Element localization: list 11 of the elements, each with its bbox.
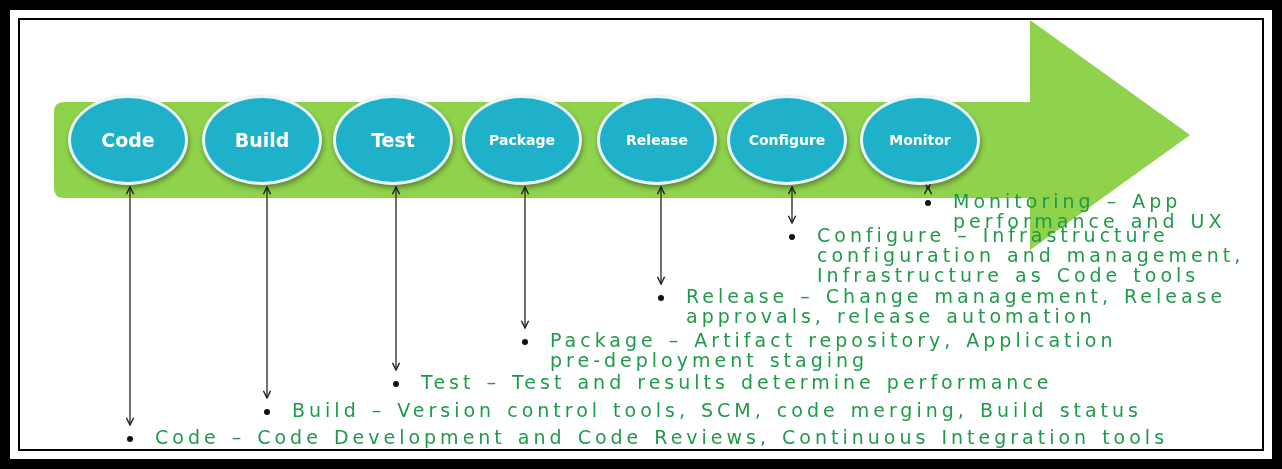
stage-description: Release – Change management, Release approvals, release automation [686, 286, 1228, 326]
double-arrow [520, 186, 530, 329]
stage-description: Build – Version control tools, SCM, code merging, Build status [292, 400, 1143, 420]
double-arrow [125, 186, 135, 426]
stage-description: Code – Code Development and Code Reviews, Continuous Integration tools [155, 427, 1170, 447]
stage-description: Package – Artifact repository, Application pre-deployment staging [550, 330, 1118, 370]
double-arrow [656, 186, 666, 285]
stage-description: Test – Test and results determine performance [421, 372, 1054, 392]
double-arrow [787, 186, 797, 224]
double-arrow [391, 186, 401, 371]
double-arrow [262, 186, 272, 399]
